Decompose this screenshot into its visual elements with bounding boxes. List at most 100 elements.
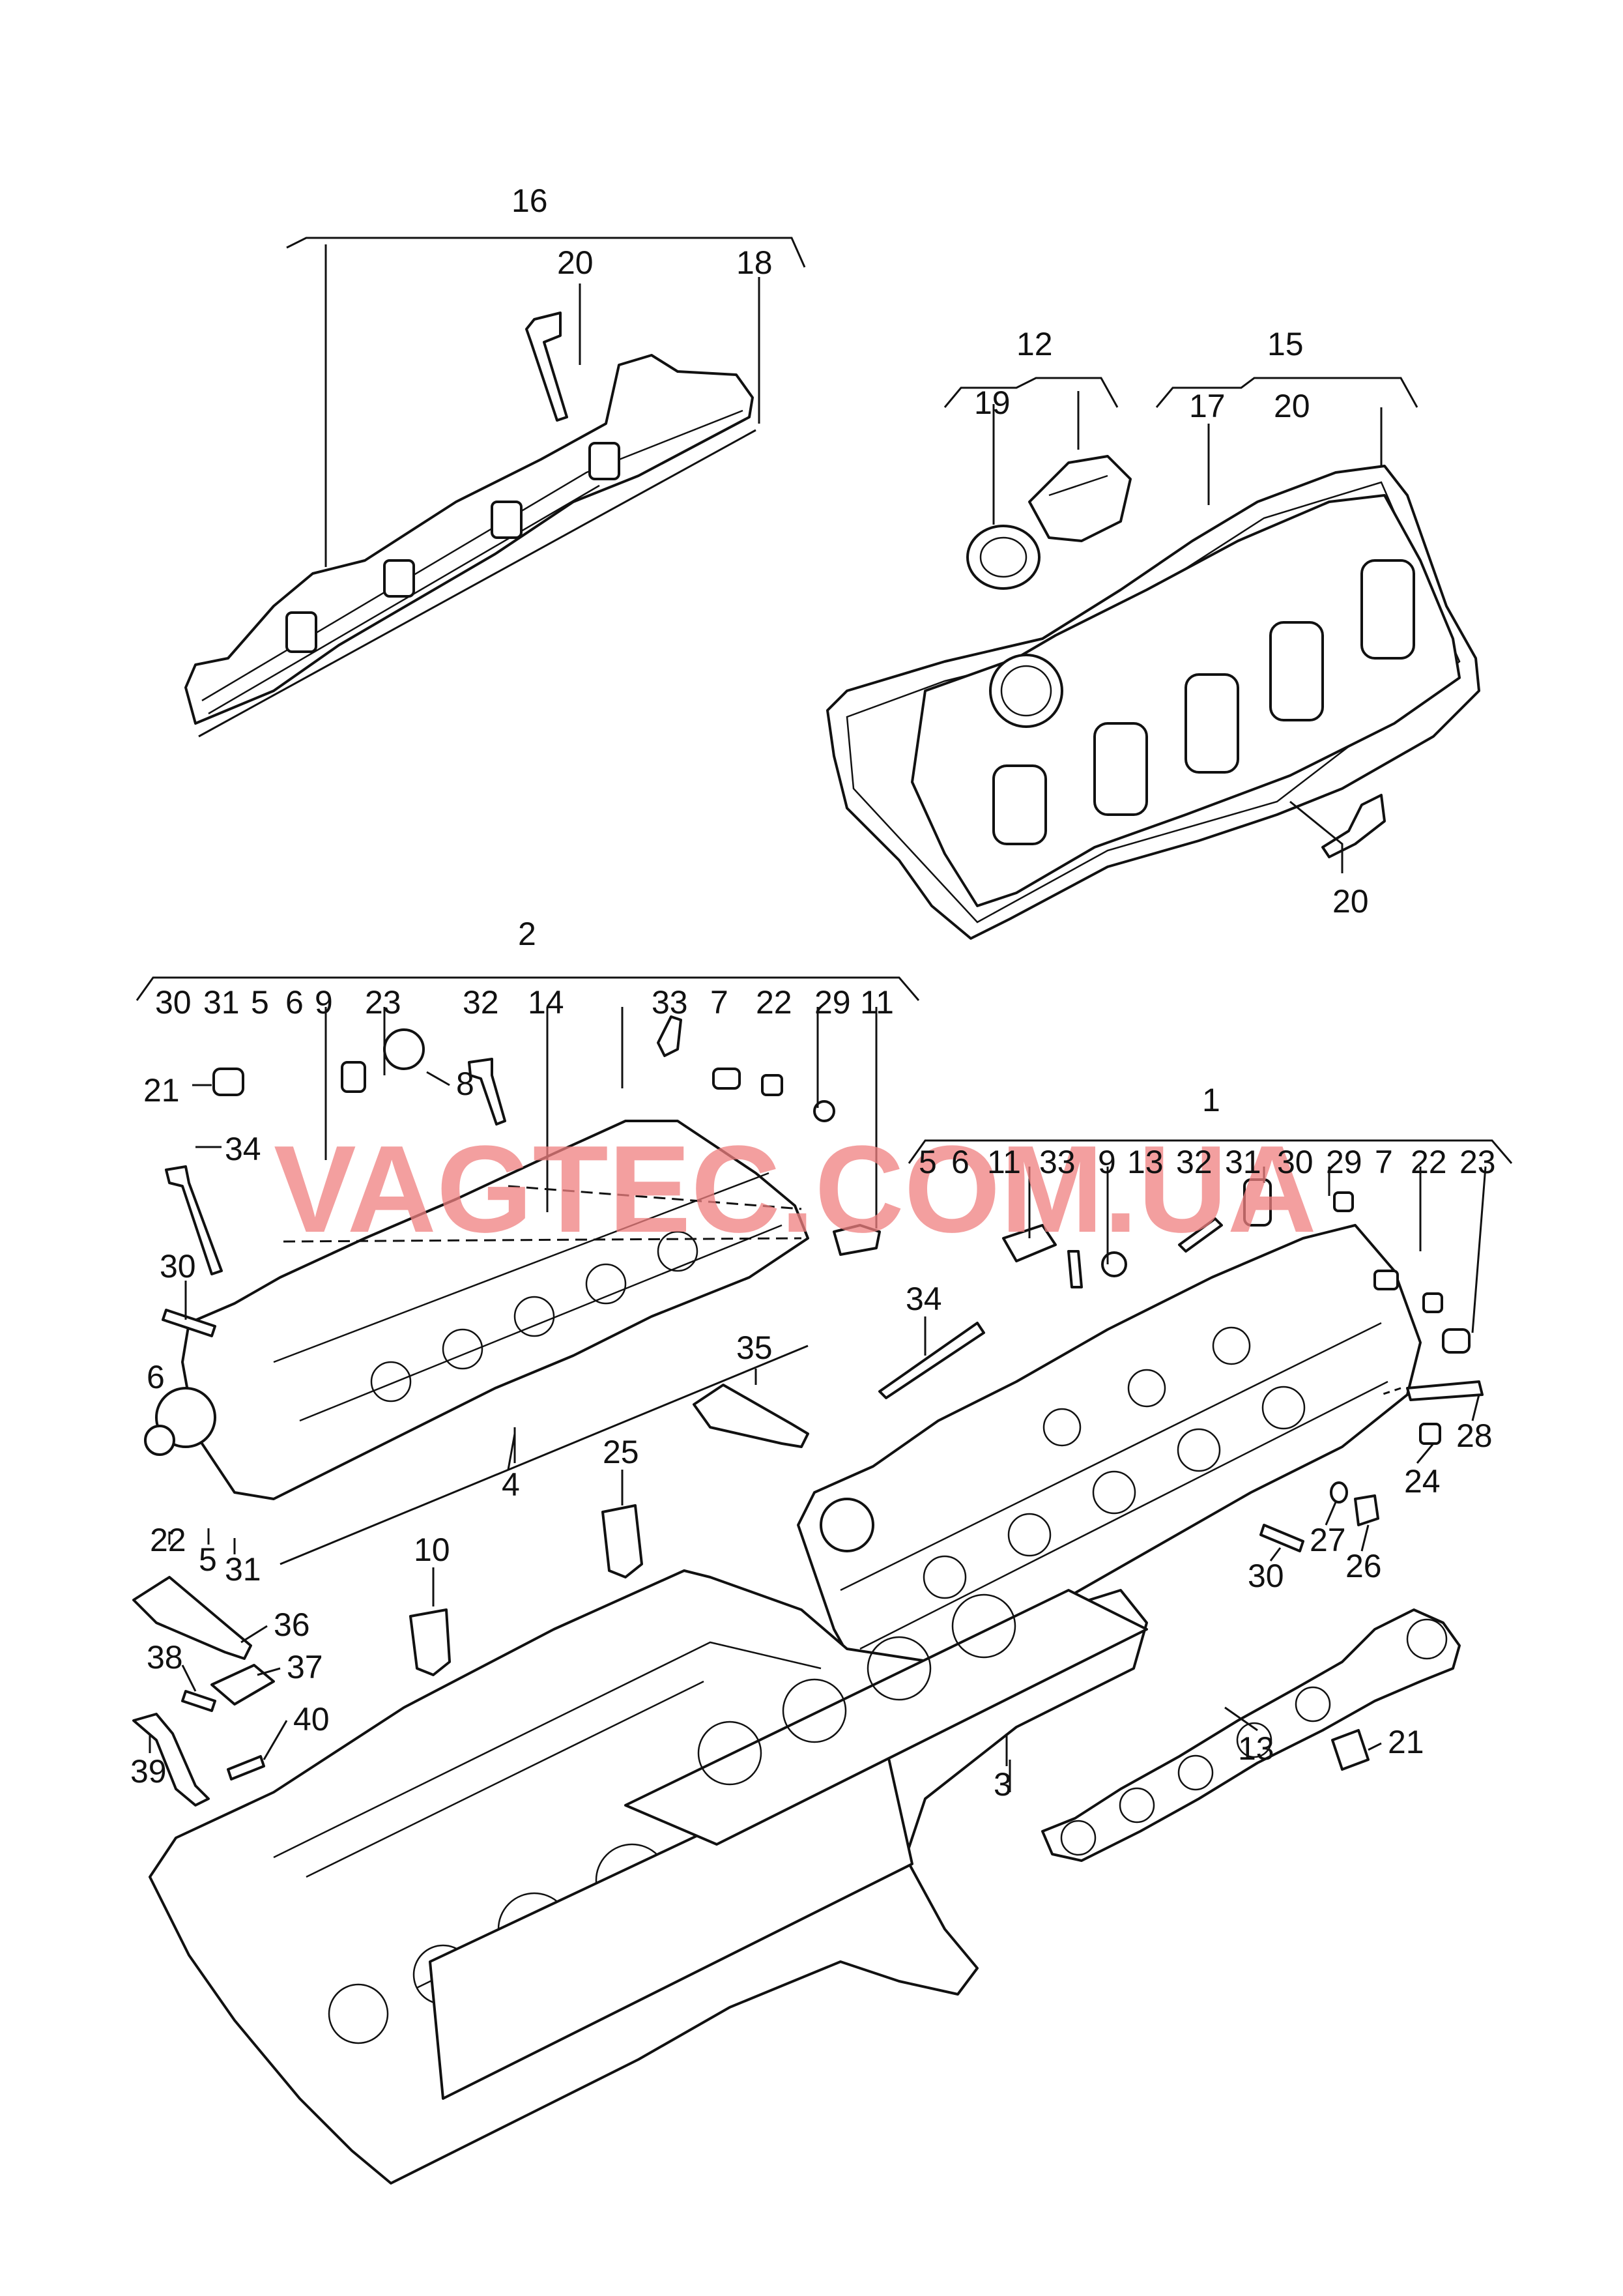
label-10: 10: [414, 1532, 450, 1568]
head-gasket-right: [624, 1589, 1148, 1846]
cover-bolt-icon: [1321, 794, 1386, 858]
cam-seal-icon: [820, 1498, 874, 1552]
cylinder-head-left-assembly: [136, 976, 920, 1565]
label-9: 9: [315, 984, 333, 1021]
label-8: 8: [456, 1066, 474, 1102]
callout-labels: 16 20 18 12 19 15 17 20 20 2 30 31 5 6 9…: [130, 182, 1496, 1803]
label-15: 15: [1267, 326, 1304, 362]
sealant-tube-35-icon: [693, 1384, 809, 1448]
label-29: 29: [1326, 1144, 1362, 1180]
oil-filler-cap-icon: [1028, 455, 1132, 542]
label-32: 32: [1176, 1144, 1213, 1180]
label-31: 31: [225, 1551, 261, 1588]
label-18: 18: [736, 244, 773, 281]
valve-10-icon: [409, 1608, 451, 1676]
bracket-39-icon: [132, 1713, 210, 1807]
label-27: 27: [1310, 1522, 1346, 1558]
label-11: 11: [860, 984, 894, 1021]
label-5: 5: [919, 1144, 937, 1180]
label-5: 5: [251, 984, 269, 1021]
label-35: 35: [736, 1330, 773, 1366]
label-23: 23: [1459, 1144, 1496, 1180]
label-37: 37: [287, 1649, 323, 1685]
label-30: 30: [1277, 1144, 1314, 1180]
bolt-28-icon: [1406, 1380, 1484, 1401]
sensor-21-icon: [212, 1068, 244, 1096]
bolt-38-icon: [181, 1690, 216, 1712]
label-9: 9: [1098, 1144, 1116, 1180]
label-26: 26: [1345, 1548, 1382, 1584]
label-17: 17: [1189, 388, 1226, 424]
label-25: 25: [603, 1434, 639, 1470]
label-11: 11: [987, 1144, 1021, 1180]
label-6: 6: [285, 984, 304, 1021]
label-5: 5: [199, 1541, 217, 1578]
label-22: 22: [1411, 1144, 1447, 1180]
label-1: 1: [1202, 1082, 1220, 1118]
label-12: 12: [1016, 326, 1053, 362]
label-22: 22: [150, 1522, 186, 1558]
bolt-32-icon: [468, 1058, 506, 1126]
label-33: 33: [1039, 1144, 1076, 1180]
label-13: 13: [1127, 1144, 1164, 1180]
label-22: 22: [756, 984, 792, 1021]
label-33: 33: [652, 984, 688, 1021]
label-28: 28: [1456, 1417, 1493, 1454]
label-31: 31: [203, 984, 240, 1021]
label-3: 3: [994, 1766, 1012, 1803]
valve-cover-left-assembly: [184, 237, 806, 738]
sensor-33-icon: [657, 1015, 682, 1057]
label-34: 34: [225, 1131, 261, 1167]
cylinder-head-right-assembly: [797, 1139, 1513, 1689]
pipe-31b-icon: [1243, 1178, 1272, 1227]
valve-25-icon: [601, 1504, 643, 1578]
label-4: 4: [502, 1466, 520, 1503]
plug-7-icon: [712, 1068, 741, 1090]
label-21: 21: [1388, 1724, 1424, 1760]
label-7: 7: [1375, 1144, 1393, 1180]
valve-cover-right-assembly: [826, 377, 1480, 940]
cap-23-icon: [341, 1061, 366, 1093]
label-20: 20: [1274, 388, 1310, 424]
plug-icon: [144, 1425, 175, 1456]
label-24: 24: [1404, 1463, 1441, 1500]
stud-30-icon: [162, 1309, 216, 1337]
sealant-tube-36-icon: [132, 1576, 252, 1660]
label-38: 38: [147, 1639, 183, 1676]
stud-30b-icon: [1259, 1524, 1304, 1552]
label-6: 6: [147, 1359, 165, 1395]
plug-22b-icon: [1422, 1292, 1443, 1313]
label-30: 30: [1248, 1558, 1284, 1594]
plug-26-icon: [1354, 1494, 1379, 1526]
label-39: 39: [130, 1753, 167, 1790]
bolt-40-icon: [227, 1755, 265, 1780]
watermark: VAGTEC.COM.UA: [274, 1120, 1317, 1258]
ball-29-icon: [813, 1100, 835, 1122]
seal-8-icon: [383, 1028, 425, 1070]
oil-filler-seal-icon: [966, 525, 1041, 590]
bolt-34-icon: [165, 1165, 223, 1275]
label-30: 30: [155, 984, 192, 1021]
label-29: 29: [814, 984, 851, 1021]
bracket-11-icon: [833, 1224, 881, 1256]
bolt-34b-icon: [878, 1322, 985, 1399]
label-21: 21: [143, 1072, 180, 1109]
label-19: 19: [974, 385, 1011, 421]
misc-parts: [132, 1384, 809, 1807]
label-14: 14: [528, 984, 564, 1021]
label-31: 31: [1225, 1144, 1261, 1180]
gasket-13: [1041, 1608, 1461, 1862]
label-20: 20: [1332, 883, 1369, 920]
cover-bolt-icon: [525, 312, 568, 422]
label-34: 34: [906, 1281, 942, 1317]
valve-cover-left: [184, 354, 754, 725]
stud-33b-icon: [1067, 1250, 1083, 1288]
label-30: 30: [160, 1248, 196, 1285]
label-40: 40: [293, 1701, 330, 1737]
stud-32b-icon: [1178, 1217, 1223, 1253]
label-23: 23: [365, 984, 401, 1021]
label-16: 16: [511, 182, 548, 219]
label-6: 6: [951, 1144, 969, 1180]
label-32: 32: [463, 984, 499, 1021]
